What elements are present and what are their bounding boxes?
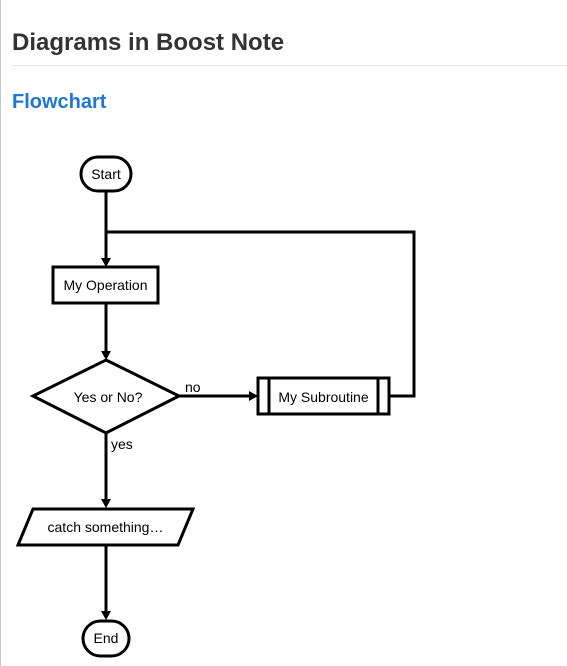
section-heading-flowchart: Flowchart [12,91,107,113]
node-operation-label: My Operation [63,277,147,293]
node-start: Start [79,155,133,193]
node-start-label: Start [91,166,121,182]
node-subroutine: My Subroutine [256,376,391,416]
arrowhead-condition [101,351,111,360]
arrowhead-end [101,611,111,620]
edge-label-yes: yes [111,436,133,452]
arrowhead-subroutine [249,391,258,401]
operation-process-shape [51,265,160,305]
io-parallelogram-shape [15,507,196,547]
arrowhead-operation [101,258,111,267]
node-condition-label: Yes or No? [74,389,143,405]
edge-label-no: no [185,379,201,395]
end-terminal-shape [81,619,131,658]
arrowhead-io [101,499,111,508]
node-condition: Yes or No? [29,358,183,435]
start-terminal-shape [79,155,133,193]
node-subroutine-label: My Subroutine [278,389,368,405]
condition-decision-shape [29,358,183,435]
node-io: catch something… [15,507,196,547]
node-operation: My Operation [51,265,160,305]
node-io-label: catch something… [48,519,164,535]
flowchart-edges [101,192,416,620]
edge-subroutine-loop [106,230,416,398]
node-end: End [81,619,131,658]
node-end-label: End [94,630,119,646]
title-divider [12,65,567,66]
document-title: Diagrams in Boost Note [12,29,285,56]
subroutine-shape [256,376,391,416]
